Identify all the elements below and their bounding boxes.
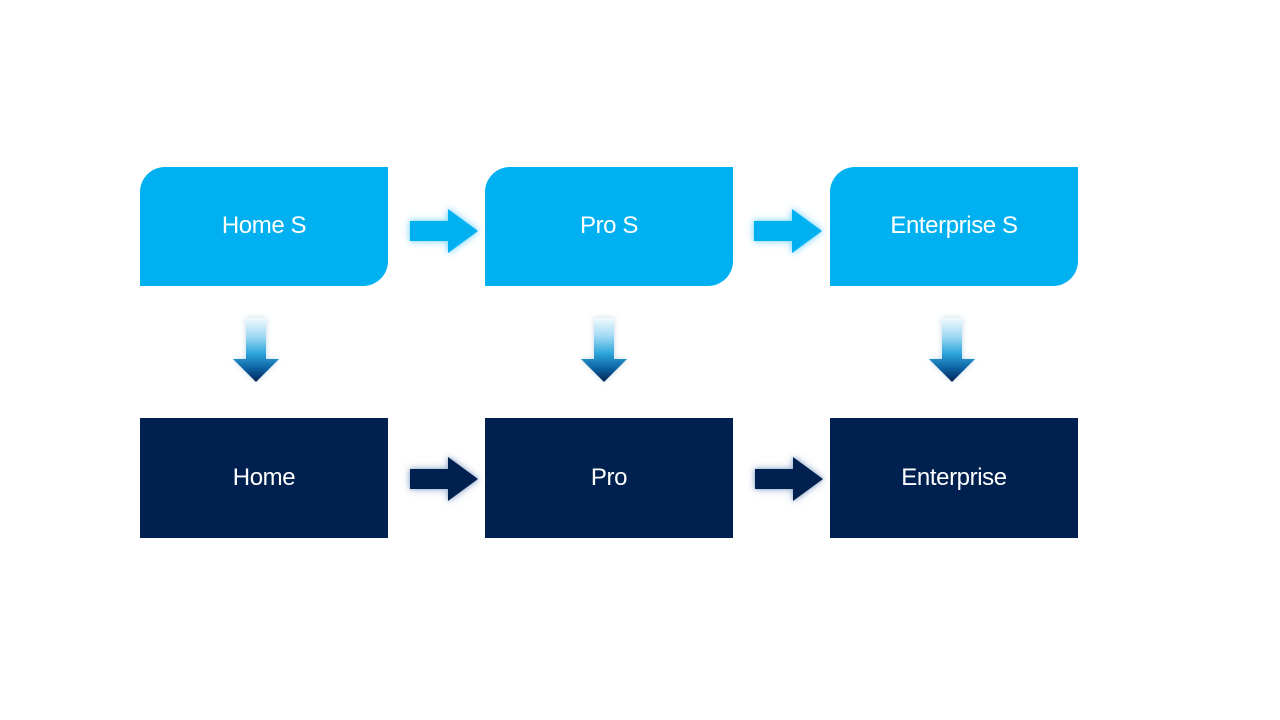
right-arrow-icon — [755, 457, 823, 501]
node-label: Pro — [590, 463, 628, 491]
down-arrow-icon — [233, 318, 279, 382]
node-pro: Pro — [485, 418, 733, 538]
node-label: Home S — [221, 212, 307, 240]
node-label: Pro S — [579, 212, 639, 240]
node-enterprise: Enterprise — [830, 418, 1078, 538]
node-label: Enterprise — [901, 463, 1007, 491]
down-arrow-icon — [581, 318, 627, 382]
node-home-s: Home S — [140, 167, 388, 286]
node-label: Home — [232, 463, 296, 491]
right-arrow-icon — [754, 209, 822, 253]
down-arrow-icon — [929, 318, 975, 382]
node-home: Home — [140, 418, 388, 538]
right-arrow-icon — [410, 209, 478, 253]
right-arrow-icon — [410, 457, 478, 501]
node-label: Enterprise S — [890, 212, 1018, 240]
node-enterprise-s: Enterprise S — [830, 167, 1078, 286]
node-pro-s: Pro S — [485, 167, 733, 286]
